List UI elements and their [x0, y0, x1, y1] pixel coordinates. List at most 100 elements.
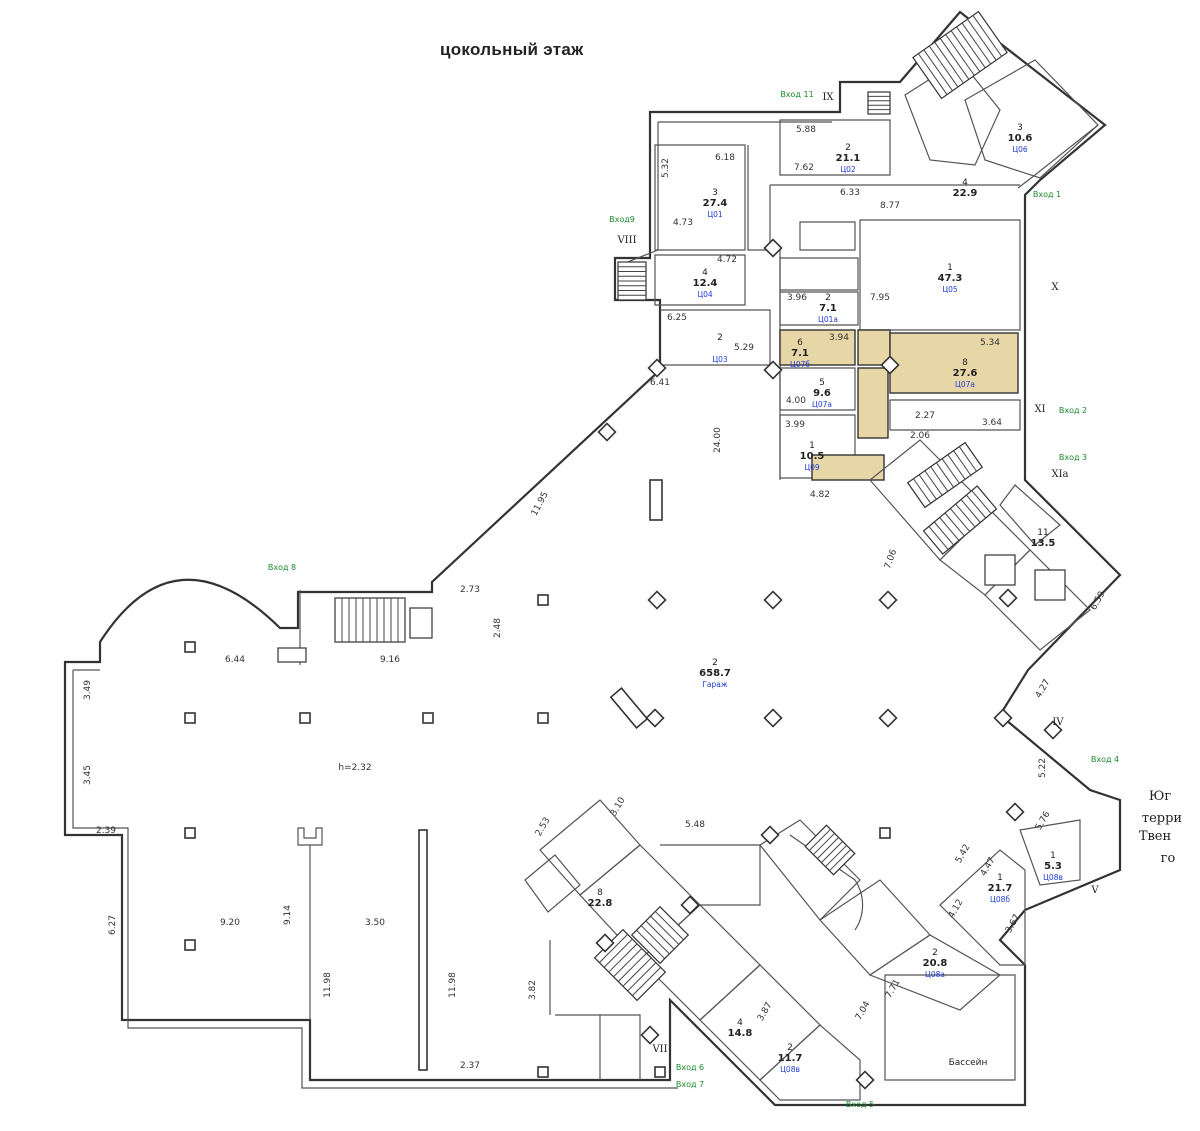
column: [597, 422, 617, 442]
room-area: 27.6: [953, 368, 978, 379]
column: [184, 939, 196, 951]
column: [184, 827, 196, 839]
room-number: 1: [1050, 851, 1056, 861]
column: [880, 355, 900, 375]
dimension-label: 2.37: [460, 1061, 480, 1071]
dimension-label: 6.41: [650, 378, 670, 388]
dimension-label: 3.64: [982, 418, 1002, 428]
dimension-label: 9.14: [283, 905, 293, 925]
dimension-label: 6.59: [1089, 590, 1108, 613]
dimension-label: 7.06: [883, 548, 899, 571]
room-code: Ц02: [840, 165, 856, 174]
axis-marker: IV: [1052, 717, 1064, 728]
stair-flight: [617, 261, 647, 301]
dimension-label: 6.18: [715, 153, 735, 163]
entrance-label: Вход 3: [1059, 453, 1087, 462]
room-area: 658.7: [699, 668, 731, 679]
dimension-label: 7.95: [870, 293, 890, 303]
dimension-label: 5.48: [685, 820, 705, 830]
dimension-label: 9.20: [220, 918, 240, 928]
room-number: 1: [997, 873, 1003, 883]
entrance-label: Вход 7: [676, 1080, 704, 1089]
stair-flight: [593, 928, 667, 1002]
room-area: 14.8: [728, 1028, 753, 1039]
stair-flight: [922, 485, 998, 555]
garage-features: [277, 479, 663, 1071]
dimension-label: 4.27: [1034, 678, 1053, 700]
room-number: 2: [825, 293, 831, 303]
column: [654, 1066, 666, 1078]
dimension-label: 4.82: [810, 490, 830, 500]
room-number: 4: [737, 1018, 743, 1028]
entrance-label: Вход 6: [676, 1063, 704, 1072]
column: [763, 360, 783, 380]
annotation-text: Твен: [1139, 829, 1171, 844]
column: [1005, 802, 1025, 822]
dimension-label: 2.53: [534, 816, 553, 838]
dimension-label: 2.39: [96, 826, 116, 836]
entrance-label: Вход 5: [846, 1100, 874, 1109]
room-code: Ц08б: [990, 895, 1010, 904]
dimension-label: 4.73: [673, 218, 693, 228]
room-number: 3: [1017, 123, 1023, 133]
room-number: 2: [787, 1043, 793, 1053]
column: [537, 594, 549, 606]
room-area: 9.6: [813, 388, 831, 399]
room-code: Ц08а: [925, 970, 945, 979]
room-code: Ц04: [697, 290, 713, 299]
dimension-label: 4.72: [717, 255, 737, 265]
stair-flight: [804, 824, 856, 876]
column: [998, 588, 1018, 608]
room-code: Ц08в: [780, 1065, 800, 1074]
stair-flight: [912, 10, 1008, 100]
room-area: 7.1: [791, 348, 809, 359]
dimension-label: 6.44: [225, 655, 245, 665]
room-area: 47.3: [938, 273, 963, 284]
column: [645, 708, 665, 728]
dimension-label: 2.48: [493, 618, 503, 638]
stairs: [334, 10, 1008, 1002]
column: [878, 590, 898, 610]
dimension-label: 3.99: [785, 420, 805, 430]
dimension-label: 3.87: [756, 1001, 775, 1023]
dimension-label: 6.27: [108, 915, 118, 935]
dimension-label: 5.22: [1038, 758, 1048, 778]
entrance-label: Вход 1: [1033, 190, 1061, 199]
column: [763, 238, 783, 258]
axis-marker: XI: [1034, 404, 1045, 415]
room-code: Ц09: [804, 463, 820, 472]
stair-flight: [334, 597, 406, 643]
dimension-label: 3.49: [83, 680, 93, 700]
room-code: Ц01: [707, 210, 723, 219]
dimension-label: 5.76: [1034, 810, 1053, 833]
axis-marker: VII: [651, 1044, 667, 1055]
column: [537, 712, 549, 724]
axis-marker: XIa: [1051, 469, 1068, 480]
room-number: 1: [947, 263, 953, 273]
column: [640, 1025, 660, 1045]
column: [680, 895, 700, 915]
axis-marker: V: [1090, 885, 1099, 896]
room-number: 5: [819, 378, 825, 388]
axis-marker: IX: [822, 92, 834, 103]
dimension-label: 4.47: [979, 856, 998, 878]
room-area: 22.8: [588, 898, 613, 909]
dimension-label: 5.42: [954, 843, 973, 865]
room-area: 10.5: [800, 451, 825, 462]
dimension-label: 5.34: [980, 338, 1000, 348]
room-code: Ц07а: [955, 380, 975, 389]
dimension-label: 3.82: [528, 980, 538, 1000]
room-area: 27.4: [703, 198, 728, 209]
dimension-label: 3.94: [829, 333, 849, 343]
room-area: 13.5: [1031, 538, 1056, 549]
room-area: 7.1: [819, 303, 837, 314]
room-number: 2: [845, 143, 851, 153]
dimension-label: 8.77: [880, 201, 900, 211]
room-code: Ц08в: [1043, 873, 1063, 882]
room-number: 8: [962, 358, 968, 368]
room-area: 11.7: [778, 1053, 803, 1064]
room-code: Ц07а: [812, 400, 832, 409]
entrance-label: Вход 2: [1059, 406, 1087, 415]
dimension-label: 11.95: [530, 490, 551, 517]
